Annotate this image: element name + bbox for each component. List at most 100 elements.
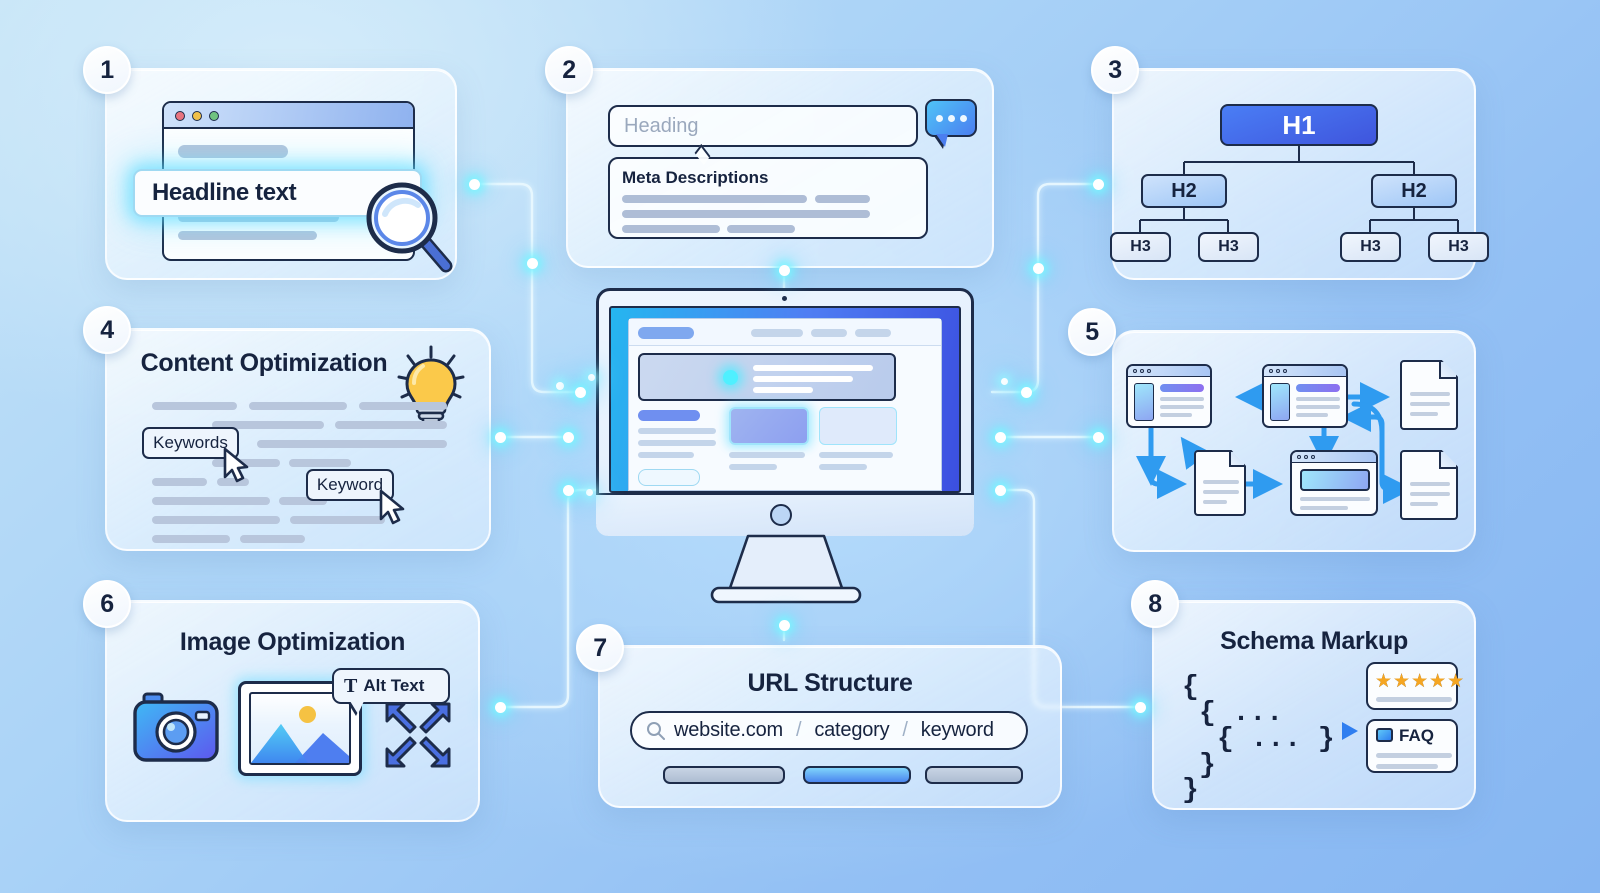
card-badge-2: 2: [545, 46, 593, 94]
traffic-dot: [1147, 369, 1151, 373]
card-line: [729, 464, 777, 470]
wire-node: [1093, 179, 1104, 190]
doc-line: [1410, 412, 1438, 416]
ambient-spark: [1001, 378, 1008, 385]
text-line: [212, 459, 280, 467]
heading-placeholder: Heading: [624, 114, 699, 137]
thumb-banner: [1300, 469, 1370, 491]
h3-node: H3: [1198, 232, 1259, 262]
central-monitor: [596, 288, 974, 608]
thumb-line: [1296, 397, 1340, 401]
heading-input[interactable]: Heading: [608, 105, 918, 147]
hierarchy-connectors: [1139, 146, 1459, 232]
thumb-line: [1160, 413, 1192, 417]
card-schema-markup[interactable]: Schema Markup { { ... { ... } } } ★★★★★ …: [1152, 600, 1476, 810]
section-heading: [638, 410, 700, 421]
card-meta-descriptions[interactable]: Heading Meta Descriptions: [566, 68, 994, 268]
hero-line: [753, 365, 873, 371]
monitor-stand: [710, 534, 862, 604]
url-segment-pill-active[interactable]: [803, 766, 911, 784]
nav-link: [855, 329, 891, 337]
keyword-tag-plural[interactable]: Keywords: [142, 427, 239, 459]
headline-label: Headline text: [152, 179, 297, 206]
traffic-dot: [1311, 455, 1315, 459]
text-line: [279, 497, 327, 505]
meta-line: [622, 195, 807, 203]
text-line: [240, 535, 305, 543]
snippet-line: [1376, 764, 1438, 769]
card-heading-hierarchy[interactable]: H1 H2 H2 H3 H3 H3 H3: [1110, 68, 1489, 280]
keyword-tag-singular[interactable]: Keyword: [306, 469, 394, 501]
traffic-light-green: [209, 111, 219, 121]
h1-node: H1: [1220, 104, 1378, 146]
text-line: [249, 402, 347, 410]
text-line: [359, 402, 447, 410]
text-line: [152, 478, 207, 486]
traffic-dot: [1140, 369, 1144, 373]
meta-line: [622, 210, 870, 218]
h3-node: H3: [1110, 232, 1171, 262]
traffic-dot: [1276, 369, 1280, 373]
wire-node: [527, 258, 538, 269]
image-content: [249, 692, 351, 765]
wire-node: [995, 485, 1006, 496]
card-title: Schema Markup: [1220, 627, 1408, 655]
text-line: [152, 402, 237, 410]
monitor-power-button[interactable]: [770, 504, 792, 526]
code-line: { ...: [1199, 698, 1284, 729]
snippet-line: [1376, 753, 1452, 758]
logo-pill: [638, 327, 694, 339]
traffic-light-yellow: [192, 111, 202, 121]
wire-node: [779, 265, 790, 276]
headline-field[interactable]: Headline text: [133, 169, 422, 217]
sun-icon: [299, 706, 316, 723]
alt-text-callout: T Alt Text: [332, 668, 450, 704]
url-search-bar[interactable]: website.com / category / keyword: [630, 711, 1028, 750]
h3-node: H3: [1428, 232, 1489, 262]
wire-node: [1021, 387, 1032, 398]
body-line: [638, 440, 716, 446]
rating-snippet: ★★★★★: [1366, 662, 1464, 710]
wire-node: [1093, 432, 1104, 443]
code-line: }: [1199, 750, 1216, 781]
faq-snippet: FAQ: [1366, 719, 1458, 773]
traffic-dot: [1269, 369, 1273, 373]
card-content-optimization[interactable]: Content Optimization: [105, 328, 491, 551]
link-arrows: [1136, 382, 1414, 504]
titlebar: [1292, 452, 1376, 463]
card-line: [729, 452, 805, 458]
browser-titlebar: [164, 103, 413, 129]
thumb-line: [1160, 405, 1204, 409]
doc-line: [1410, 402, 1450, 406]
text-line: [335, 421, 447, 429]
document-icon: [1400, 450, 1458, 520]
url-segment-pill[interactable]: [925, 766, 1023, 784]
nav-link: [751, 329, 803, 337]
wire-node: [469, 179, 480, 190]
hero-line: [753, 387, 813, 393]
url-segment-pill[interactable]: [663, 766, 785, 784]
card-badge-5: 5: [1068, 308, 1116, 356]
card-title: Image Optimization: [179, 628, 406, 656]
card-image-optimization[interactable]: Image Optimization: [105, 600, 480, 822]
bubble-dot: [935, 114, 943, 122]
card-url-structure[interactable]: URL Structure website.com / category / k…: [598, 645, 1062, 808]
document-icon: [1194, 450, 1246, 516]
wire-node: [563, 432, 574, 443]
hero-line: [753, 376, 853, 382]
wire-node: [563, 485, 574, 496]
wire-node: [779, 620, 790, 631]
traffic-light-red: [175, 111, 185, 121]
cta-outline-button[interactable]: [638, 469, 700, 486]
faq-bubble-icon: [1376, 728, 1393, 742]
card-headline-text[interactable]: Headline text: [105, 68, 457, 280]
text-line: [257, 440, 447, 448]
wire-node: [495, 702, 506, 713]
card-badge-6: 6: [83, 580, 131, 628]
wire-node: [575, 387, 586, 398]
card-internal-linking[interactable]: [1112, 330, 1476, 552]
mouse-cursor-icon: [379, 489, 405, 525]
card-badge-7: 7: [576, 624, 624, 672]
url-category: category: [814, 719, 890, 741]
